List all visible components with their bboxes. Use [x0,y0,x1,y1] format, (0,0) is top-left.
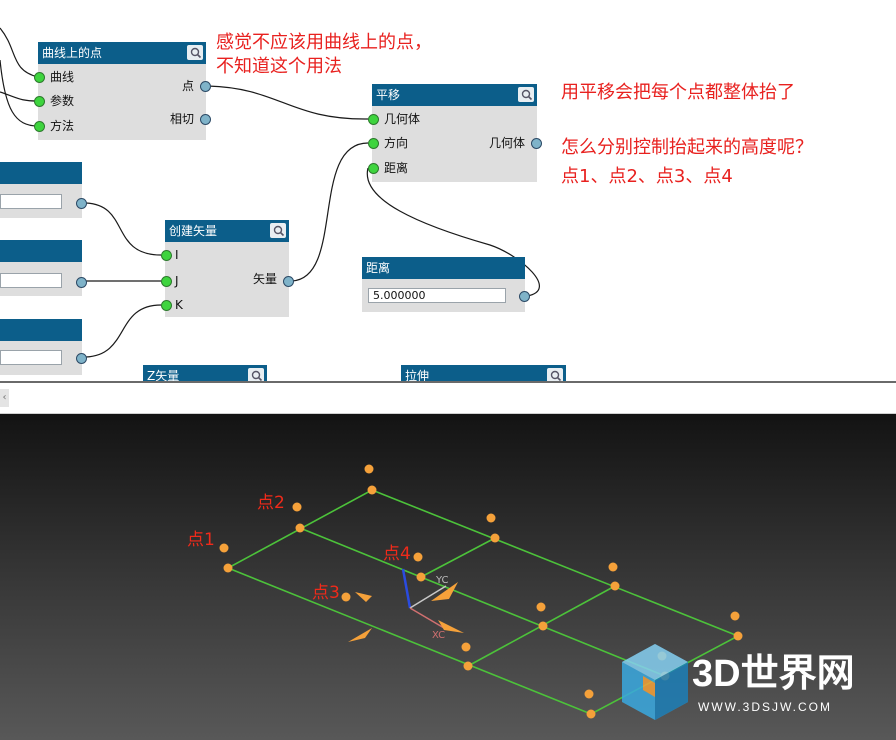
input-node-i[interactable] [0,162,87,218]
input-node-i-output-pin[interactable] [76,198,87,209]
distance-node[interactable]: 距离 5.000000 [362,257,530,312]
wire-point-to-geometry [207,85,369,120]
wire-vector-to-direction [291,142,369,282]
magnifier-icon[interactable] [518,87,534,102]
point-on-curve-node[interactable]: 曲线上的点 曲线 参数 方法 点 相切 [34,42,211,140]
input-pin-method[interactable] [34,121,45,132]
wire-method-in [0,59,39,127]
magnifier-icon[interactable] [547,368,563,381]
input-pin-distance[interactable] [368,163,379,174]
node-title: 距离 [366,261,391,275]
output-label-tangent: 相切 [169,112,194,126]
axis-label-yc: YC [435,575,449,586]
output-label-point: 点 [181,79,194,93]
watermark-brand: 3D世界网 [692,653,855,695]
output-pin-distance[interactable] [519,291,530,302]
input-node-i-header[interactable] [0,162,82,184]
input-label-i: I [175,248,179,262]
input-node-i-field[interactable] [0,194,62,209]
input-node-j-field[interactable] [0,273,62,288]
input-node-k-output-pin[interactable] [76,353,87,364]
z-vector-header[interactable]: Z矢量 [143,365,267,381]
annotation-note-1: 感觉不应该用曲线上的点， [216,32,432,53]
input-node-j-header[interactable] [0,240,82,262]
wire-i [85,202,162,256]
node-title: Z矢量 [147,369,180,381]
input-pin-param[interactable] [34,96,45,107]
panel-splitter[interactable] [0,381,896,383]
output-pin-geometry[interactable] [531,138,542,149]
point-label-3: 点3 [312,583,340,603]
extrude-header[interactable]: 拉伸 [401,365,566,381]
arrow-handle [355,592,372,602]
point-label-1: 点1 [187,530,215,550]
input-pin-geometry[interactable] [368,114,379,125]
distance-value-field[interactable]: 5.000000 [368,288,506,303]
arrow-handle [348,628,372,642]
chevron-left-icon[interactable]: ‹ [0,389,9,407]
arrow-handle [438,620,464,633]
annotation-note-3: 用平移会把每个点都整体抬了 [561,82,795,103]
input-pin-curve[interactable] [34,72,45,83]
watermark-logo [622,644,688,720]
points [219,464,743,719]
node-editor[interactable]: 曲线上的点 曲线 参数 方法 点 相切 平移 几何体 方向 距离 几何体 [0,0,896,381]
input-node-k-header[interactable] [0,319,82,341]
view-toolbar: ‹ [0,383,896,414]
translate-node[interactable]: 平移 几何体 方向 距离 几何体 [368,84,542,182]
annotation-note-5: 点1、点2、点3、点4 [561,166,733,187]
input-label-geometry: 几何体 [384,112,421,126]
input-label-param: 参数 [50,94,75,108]
input-node-j-output-pin[interactable] [76,277,87,288]
input-label-distance: 距离 [384,161,409,175]
input-label-direction: 方向 [384,136,409,150]
3d-scene[interactable]: YC XC [0,414,896,740]
3d-viewport[interactable]: YC XC 点1 点2 点3 点4 3D世界网 WWW.3D [0,414,896,740]
input-node-j[interactable] [0,240,87,296]
output-pin-vector[interactable] [283,276,294,287]
node-title: 创建矢量 [169,224,218,238]
input-label-j: J [175,274,179,288]
input-label-method: 方法 [50,119,75,133]
input-label-k: K [175,298,183,312]
input-pin-j[interactable] [161,276,172,287]
extrude-node[interactable]: 拉伸 [401,365,566,381]
node-title: 拉伸 [405,369,430,381]
input-pin-k[interactable] [161,300,172,311]
input-label-curve: 曲线 [50,70,75,84]
annotation-note-4: 怎么分别控制抬起来的高度呢？ [561,137,813,158]
output-label-geometry: 几何体 [488,136,525,150]
distance-header[interactable]: 距离 [362,257,525,279]
output-pin-point[interactable] [200,81,211,92]
axis-gizmo[interactable]: YC XC [348,568,464,642]
watermark-url: WWW.3DSJW.COM [698,700,832,714]
output-pin-tangent[interactable] [200,114,211,125]
point-on-curve-header[interactable]: 曲线上的点 [38,42,206,64]
magnifier-icon[interactable] [187,45,203,60]
axis-label-xc: XC [432,630,445,641]
wire-distance [366,167,540,297]
z-vector-node[interactable]: Z矢量 [143,365,267,381]
point-label-4: 点4 [383,544,411,564]
wire-curve-in [0,27,39,78]
input-pin-direction[interactable] [368,138,379,149]
connection-wires [0,27,540,358]
annotation-note-2: 不知道这个用法 [216,56,342,77]
create-vector-header[interactable]: 创建矢量 [165,220,289,242]
output-label-vector: 矢量 [252,272,277,286]
node-title: 平移 [376,88,401,102]
magnifier-icon[interactable] [270,223,286,238]
point-label-2: 点2 [257,493,285,513]
input-pin-i[interactable] [161,250,172,261]
magnifier-icon[interactable] [248,368,264,381]
input-node-k-field[interactable] [0,350,62,365]
translate-header[interactable]: 平移 [372,84,537,106]
wire-k [85,304,162,358]
wire-param-in [0,91,39,102]
create-vector-node[interactable]: 创建矢量 I J K 矢量 [161,220,294,317]
arrow-handle [431,582,458,601]
input-node-k[interactable] [0,319,87,375]
node-title: 曲线上的点 [42,46,103,60]
